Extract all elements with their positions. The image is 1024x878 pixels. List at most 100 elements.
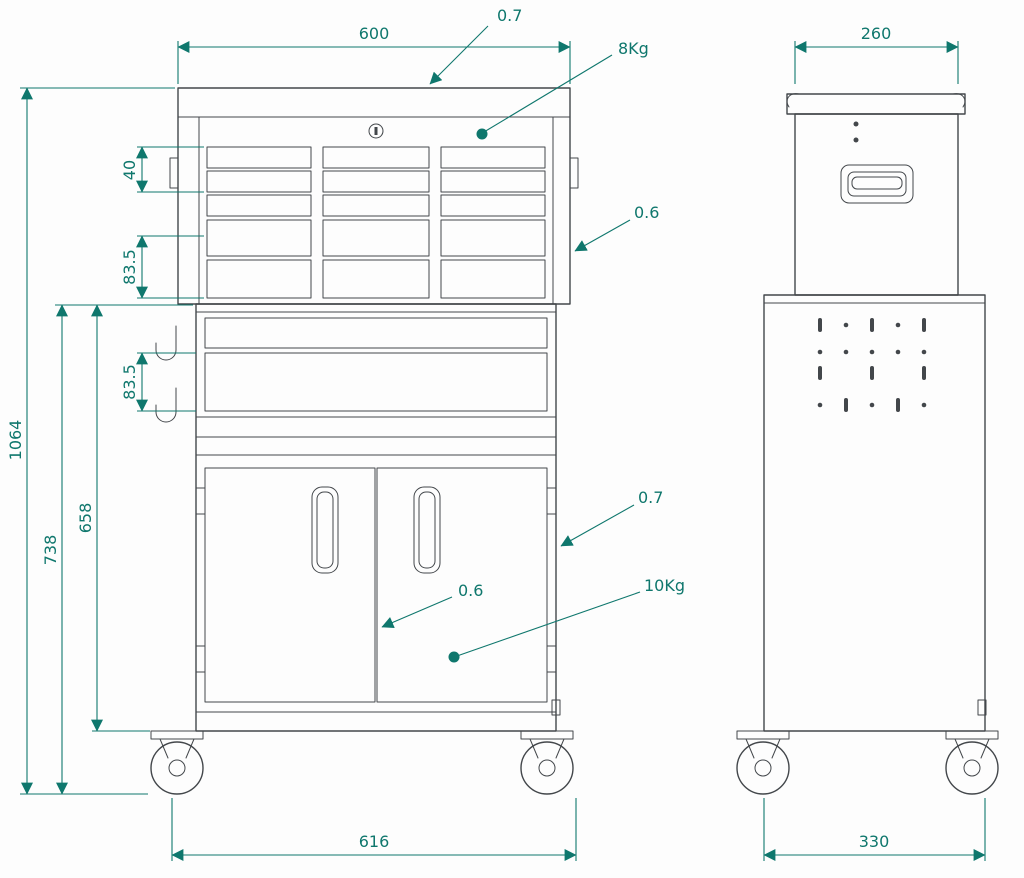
lock-icon — [368, 123, 384, 139]
door-left — [204, 467, 376, 703]
drawer-front — [206, 259, 312, 299]
dimension-overall-height: 1064 — [6, 87, 175, 795]
base-cabinet — [155, 303, 561, 732]
peg-hole — [843, 349, 849, 355]
dimension-small-drawer-height: 40 — [120, 146, 204, 193]
drawer-front — [206, 170, 312, 193]
caster-wheel — [736, 741, 790, 795]
dimension-base-width: 616 — [171, 798, 577, 861]
caster-wheel — [520, 741, 574, 795]
peg-hole — [921, 349, 927, 355]
peg-hole — [869, 349, 875, 355]
caster-side-left — [736, 730, 790, 795]
side-top-chest — [786, 93, 966, 296]
caster-fork — [159, 738, 169, 759]
caster-plate — [736, 730, 790, 740]
door-handle-left — [311, 486, 339, 574]
hinge — [546, 645, 557, 673]
dim-top-load-label: 8Kg — [618, 39, 649, 58]
drawer-front — [206, 194, 312, 217]
callout-door-thickness: 0.6 — [381, 581, 483, 629]
drawer-front — [440, 170, 546, 193]
dim-top-width-label: 600 — [359, 24, 390, 43]
peg-hole — [869, 402, 875, 408]
dimension-top-width: 600 — [177, 24, 571, 84]
peg-slot — [870, 366, 874, 380]
door-handle-right-inner — [418, 491, 436, 569]
top-chest — [169, 87, 579, 305]
keyhole-icon — [374, 127, 378, 135]
caster-fork — [185, 738, 195, 759]
hinge — [195, 487, 206, 515]
side-carry-handle-grip — [851, 176, 903, 190]
peg-slot — [818, 366, 822, 380]
dim-cabinet-total-height-label: 738 — [41, 535, 60, 566]
caster-plate — [945, 730, 999, 740]
caster-front-right — [520, 730, 574, 795]
dimension-cabinet-body-height: 658 — [76, 304, 150, 732]
dim-side-top-depth-label: 260 — [861, 24, 892, 43]
dim-overall-height-label: 1064 — [6, 420, 25, 461]
drawer-front — [440, 219, 546, 257]
side-base-cabinet — [763, 294, 987, 732]
caster-hub — [754, 759, 772, 777]
caster-plate — [150, 730, 204, 740]
caster-fork — [980, 738, 990, 759]
drawer-front — [322, 170, 430, 193]
drawer-front — [206, 219, 312, 257]
peg-hole — [921, 402, 927, 408]
peg-hole — [895, 349, 901, 355]
peg-hole — [817, 349, 823, 355]
drawer-front — [322, 146, 430, 169]
cabinet-drawer-front — [204, 317, 548, 349]
caster-front-left — [150, 730, 204, 795]
chest-side-handle-right — [569, 157, 579, 189]
caster-fork — [745, 738, 755, 759]
dim-lid-thickness-label: 0.7 — [497, 6, 522, 25]
load-point-dot — [448, 651, 460, 663]
pegboard-holes — [817, 318, 927, 412]
chest-outline — [177, 87, 571, 305]
drawer-front — [322, 259, 430, 299]
side-chest-body — [794, 113, 959, 296]
peg-slot — [922, 366, 926, 380]
dim-chest-wall-thickness-label: 0.6 — [634, 203, 659, 222]
side-carry-handle-recess — [847, 171, 907, 197]
drawer-front — [322, 194, 430, 217]
drawer-front — [440, 146, 546, 169]
chest-drawers — [206, 146, 546, 299]
caster-wheel — [945, 741, 999, 795]
door-handle-left-inner — [316, 491, 334, 569]
peg-slot — [818, 318, 822, 332]
rivet-dot — [853, 137, 859, 143]
chest-side-handle-left — [169, 157, 179, 189]
side-view — [736, 93, 999, 795]
peg-slot — [870, 318, 874, 332]
dim-cabinet-drawer-height-label: 83.5 — [120, 364, 139, 400]
dim-door-thickness-label: 0.6 — [458, 581, 483, 600]
dim-cabinet-body-height-label: 658 — [76, 503, 95, 534]
callout-chest-wall-thickness: 0.6 — [574, 203, 659, 252]
drawer-front — [206, 146, 312, 169]
caster-plate — [520, 730, 574, 740]
caster-hub — [963, 759, 981, 777]
door-handle-right — [413, 486, 441, 574]
side-latch — [551, 699, 561, 716]
caster-fork — [771, 738, 781, 759]
door-right — [376, 467, 548, 703]
peg-hole — [843, 322, 849, 328]
front-view — [150, 87, 579, 795]
peg-slot — [844, 398, 848, 412]
dim-cabinet-load-label: 10Kg — [644, 576, 685, 595]
drawer-front — [440, 259, 546, 299]
dim-chest-drawer-height-label: 83.5 — [120, 249, 139, 285]
caster-fork — [529, 738, 539, 759]
dimension-cabinet-drawer-height: 83.5 — [120, 352, 196, 412]
dim-side-base-depth-label: 330 — [859, 832, 890, 851]
cabinet-drawer-front — [204, 352, 548, 412]
caster-hub — [538, 759, 556, 777]
caster-side-right — [945, 730, 999, 795]
caster-fork — [555, 738, 565, 759]
cabinet-outline — [195, 303, 557, 732]
